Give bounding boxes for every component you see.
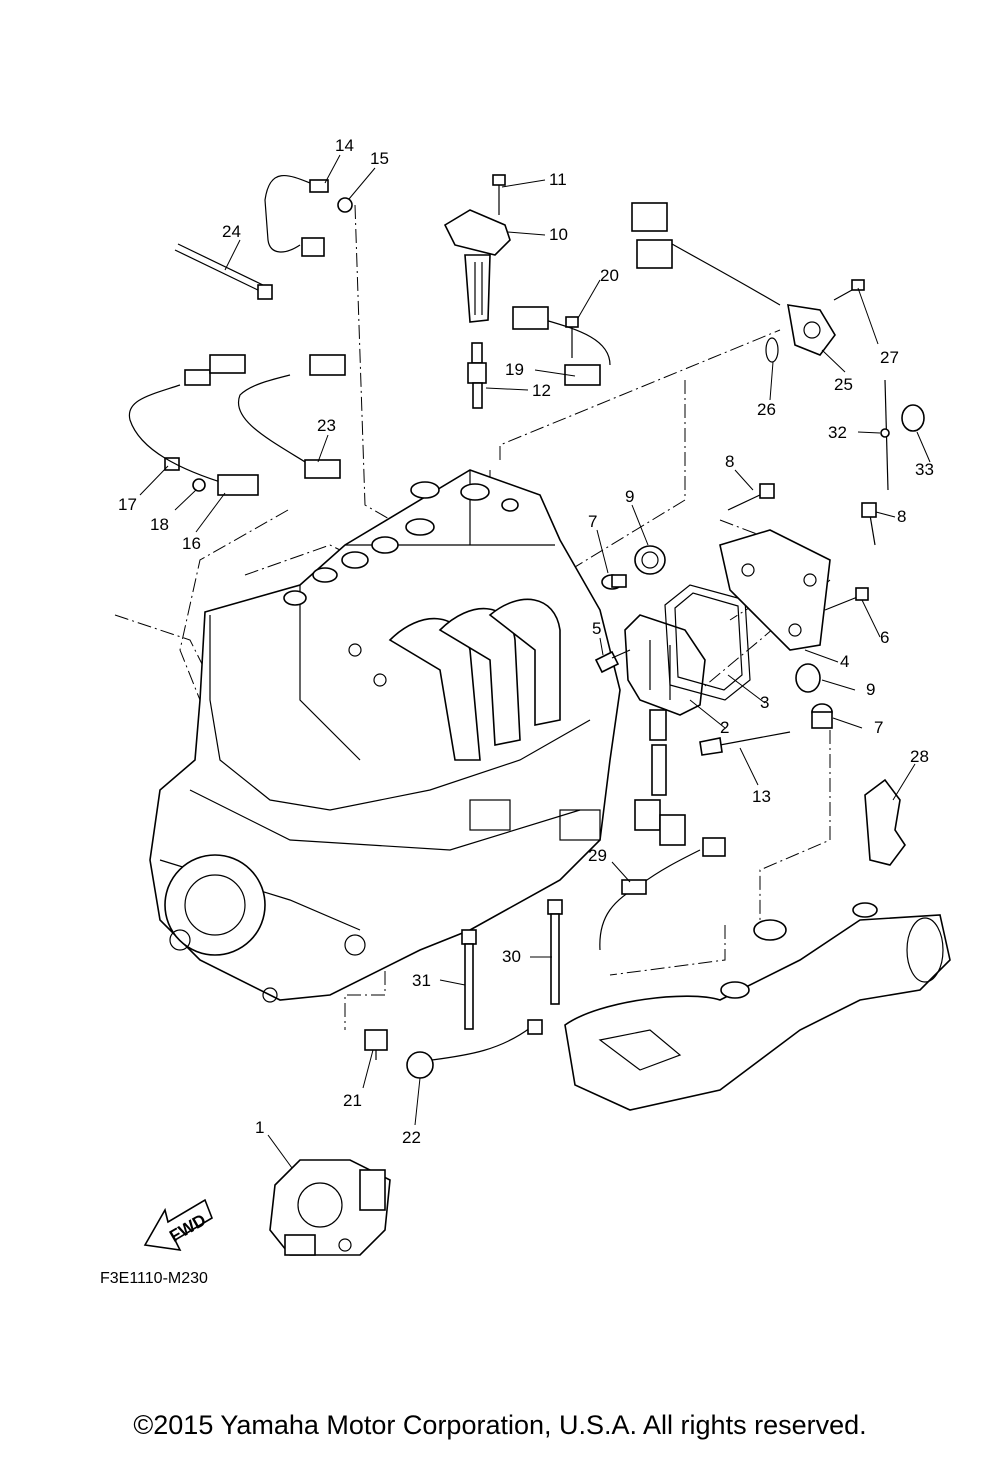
callout-31: 31 xyxy=(412,971,431,990)
callout-28: 28 xyxy=(910,747,929,766)
part-31-cable-tie xyxy=(461,929,477,1030)
part-24-stud xyxy=(174,243,273,300)
callout-8-upper: 8 xyxy=(725,452,734,471)
callout-32: 32 xyxy=(828,423,847,442)
callout-9-lower: 9 xyxy=(866,680,875,699)
part-25-sensor xyxy=(631,202,836,356)
part-19-sensor xyxy=(512,306,611,386)
callout-25: 25 xyxy=(834,375,853,394)
exhaust-manifold xyxy=(564,902,951,1111)
part-14-sensor-lead xyxy=(264,175,329,257)
callout-11: 11 xyxy=(549,170,567,189)
callout-27: 27 xyxy=(880,348,899,367)
callout-4: 4 xyxy=(840,652,849,671)
callout-19: 19 xyxy=(505,360,524,379)
part-32-cable-tie xyxy=(880,379,890,491)
callout-labels: 1 2 3 4 5 6 7 7 8 8 9 9 10 11 12 13 14 1… xyxy=(100,136,934,1287)
part-12-spark-plug xyxy=(467,342,487,409)
callout-5: 5 xyxy=(592,619,601,638)
part-4-bracket xyxy=(719,529,831,651)
part-30-cable-tie xyxy=(547,899,563,1005)
callout-26: 26 xyxy=(757,400,776,419)
callout-2: 2 xyxy=(720,718,729,737)
leader-lines xyxy=(139,154,931,1169)
diagram-code: F3E1110-M230 xyxy=(100,1270,208,1287)
callout-6: 6 xyxy=(880,628,889,647)
callout-7-lower: 7 xyxy=(874,718,883,737)
part-2-ecu xyxy=(624,614,706,846)
callout-17: 17 xyxy=(118,495,137,514)
part-16-sensor xyxy=(128,354,259,496)
callout-23: 23 xyxy=(317,416,336,435)
part-1-throttle-body xyxy=(269,1159,391,1256)
part-13-sensor xyxy=(699,731,791,756)
callout-24: 24 xyxy=(222,222,241,241)
part-26-o-ring xyxy=(765,337,779,363)
callout-3: 3 xyxy=(760,693,769,712)
callout-12: 12 xyxy=(532,381,551,400)
callout-1: 1 xyxy=(255,1118,264,1137)
callout-29: 29 xyxy=(588,846,607,865)
part-23-sensor xyxy=(237,354,346,479)
engine-block xyxy=(149,469,621,1003)
copyright-notice: ©2015 Yamaha Motor Corporation, U.S.A. A… xyxy=(133,1410,867,1440)
callout-16: 16 xyxy=(182,534,201,553)
callout-9-upper: 9 xyxy=(625,487,634,506)
fwd-arrow: FWD xyxy=(143,1198,213,1252)
callout-18: 18 xyxy=(150,515,169,534)
callout-21: 21 xyxy=(343,1091,362,1110)
callout-8-right: 8 xyxy=(897,507,906,526)
callout-33: 33 xyxy=(915,460,934,479)
part-22-lead xyxy=(406,1019,543,1079)
callout-20: 20 xyxy=(600,266,619,285)
callout-14: 14 xyxy=(335,136,354,155)
fasteners xyxy=(164,174,925,729)
callout-10: 10 xyxy=(549,225,568,244)
callout-15: 15 xyxy=(370,149,389,168)
callout-7-upper: 7 xyxy=(588,512,597,531)
part-10-ignition-coil xyxy=(443,209,511,323)
part-21-sensor xyxy=(364,1029,388,1060)
callout-30: 30 xyxy=(502,947,521,966)
part-29-sensor xyxy=(599,837,726,951)
callout-22: 22 xyxy=(402,1128,421,1147)
part-3-gasket xyxy=(664,584,751,701)
part-28-clamp xyxy=(864,778,906,866)
callout-13: 13 xyxy=(752,787,771,806)
